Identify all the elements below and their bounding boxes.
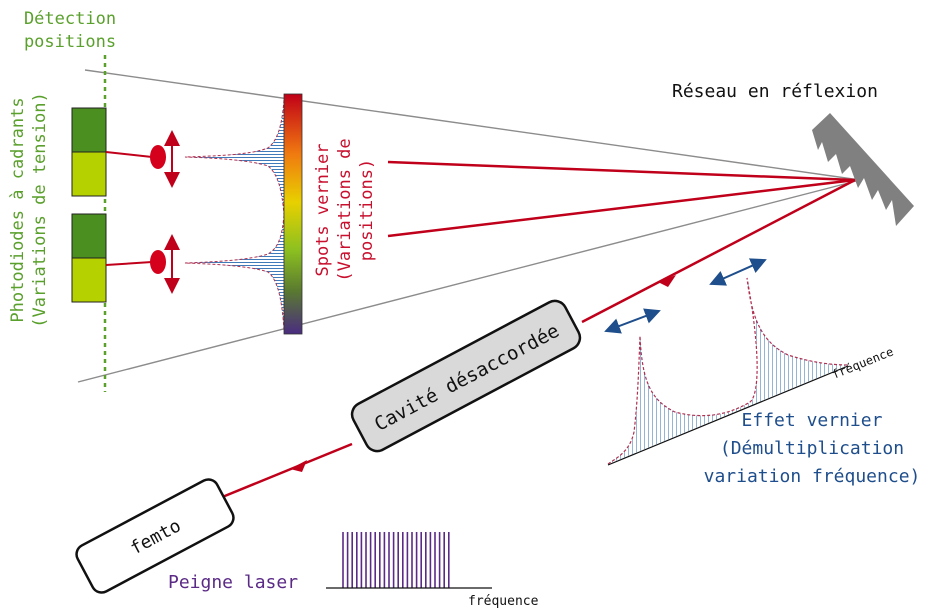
laser-comb-lines [342, 532, 450, 588]
photodiodes-label-line2: (Variations de tension) [30, 92, 50, 327]
vernier-axis-label: fréquence [830, 344, 896, 381]
effect-label-line3: variation fréquence) [704, 466, 921, 487]
photodiode-top [71, 107, 107, 197]
detection-spots [105, 130, 180, 294]
spot-top [150, 145, 166, 169]
photodiode-bottom [71, 213, 107, 303]
comb-label: Peigne laser [168, 572, 298, 593]
laser-box-icon [75, 478, 235, 594]
cavity-label: Cavité désaccordée [371, 320, 563, 436]
effect-label-line2: (Démultiplication [720, 438, 904, 459]
spots-label-line1: Spots vernier [313, 143, 333, 276]
incident-beam [214, 178, 856, 502]
detection-label-line1: Détection [24, 9, 116, 29]
detection-label-line2: positions [24, 32, 116, 52]
photodiodes-label-line1: Photodiodes à cadrants [8, 97, 28, 322]
comb-axis-label: fréquence [468, 594, 539, 609]
spots-label-line3: positions) [357, 159, 377, 261]
vernier-peak-profiles [184, 99, 285, 331]
vernier-peak-right-arrow [709, 258, 767, 286]
effect-label-line1: Effet vernier [742, 410, 883, 431]
vernier-peak-left-arrow [604, 308, 661, 334]
spot-bottom [150, 250, 166, 274]
grating-label: Réseau en réflexion [672, 81, 878, 102]
reflection-grating-icon [812, 113, 914, 226]
spots-label-line2: (Variations de [335, 138, 355, 281]
vernier-effect-curve [607, 277, 849, 466]
reflected-beams [387, 160, 856, 238]
cavity-box-icon [350, 299, 582, 453]
spectrum-bar [283, 93, 303, 335]
light-cone-lines [77, 69, 861, 383]
